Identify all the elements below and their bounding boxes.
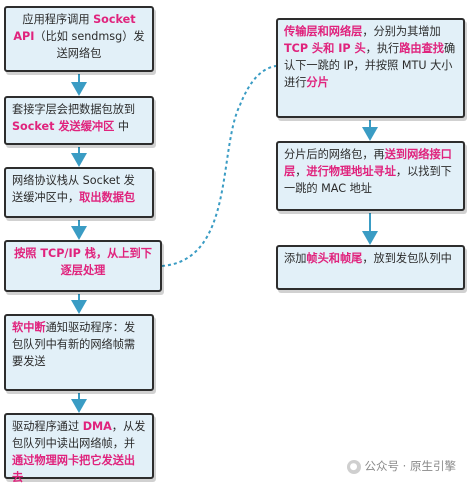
- highlight-text: 路由查找: [399, 42, 444, 55]
- body-text: 网络协议栈从 Socket 发送缓冲区中，: [12, 174, 135, 204]
- highlight-text: Socket 发送缓冲区: [12, 120, 115, 133]
- step-take-packet: 网络协议栈从 Socket 发送缓冲区中，取出数据包: [4, 167, 154, 218]
- dotted-connector: [161, 65, 277, 267]
- body-text: 添加: [284, 252, 307, 265]
- step-socket-send-buffer: 套接字层会把数据包放到 Socket 发送缓冲区 中: [4, 96, 154, 145]
- body-text: 分片后的网络包，再: [284, 148, 385, 161]
- highlight-text: 通过物理网卡把它发送出去: [12, 454, 136, 484]
- step-transport-network-layer: 传输层和网络层，分别为其增加 TCP 头和 IP 头，执行路由查找确认下一跳的 …: [276, 18, 465, 118]
- body-text: 中: [114, 120, 130, 133]
- step-add-frame-header: 添加帧头和帧尾，放到发包队列中: [276, 245, 465, 290]
- watermark-text: 公众号 · 原生引擎: [364, 459, 456, 473]
- body-text: ，以找到下一跳的 MAC 地址: [284, 165, 452, 195]
- highlight-text: DMA: [82, 420, 112, 433]
- body-text: 驱动程序通过: [12, 420, 83, 433]
- highlight-text: TCP 头和 IP 头: [284, 42, 366, 55]
- watermark: ●公众号 · 原生引擎: [346, 458, 456, 474]
- highlight-text: 送到网络接口层: [284, 148, 452, 178]
- highlight-text: 软中断: [12, 321, 46, 334]
- body-text: ，分别为其增加: [362, 25, 441, 38]
- step-call-socket-api: 应用程序调用 Socket API（比如 sendmsg）发送网络包: [4, 6, 154, 72]
- step-dma-send: 驱动程序通过 DMA，从发包队列中读出网络帧，并通过物理网卡把它发送出去: [4, 413, 154, 484]
- body-text: 确认下一跳的 IP，并按照 MTU 大小进行: [284, 42, 456, 89]
- highlight-text: 进行物理地址寻址: [306, 165, 396, 178]
- body-text: ，: [295, 165, 307, 178]
- highlight-text: 按照 TCP/IP 栈，从上到下逐层处理: [14, 247, 152, 277]
- body-text: 套接字层会把数据包放到: [12, 103, 136, 116]
- step-softirq: 软中断通知驱动程序：发包队列中有新的网络帧需要发送: [4, 314, 154, 391]
- highlight-text: 分片: [306, 76, 329, 89]
- highlight-text: Socket API: [13, 13, 136, 43]
- wechat-icon: ●: [346, 459, 361, 474]
- body-text: 通知驱动程序：发包队列中有新的网络帧需要发送: [12, 321, 136, 368]
- body-text: （比如 sendmsg）发送网络包: [34, 30, 145, 60]
- highlight-text: 传输层和网络层: [284, 25, 363, 38]
- body-text: 应用程序调用: [22, 13, 94, 26]
- step-tcpip-stack: 按照 TCP/IP 栈，从上到下逐层处理: [4, 240, 162, 292]
- body-text: ，放到发包队列中: [362, 252, 452, 265]
- step-interface-layer: 分片后的网络包，再送到网络接口层，进行物理地址寻址，以找到下一跳的 MAC 地址: [276, 141, 465, 211]
- highlight-text: 取出数据包: [79, 191, 136, 204]
- highlight-text: 帧头和帧尾: [306, 252, 363, 265]
- body-text: ，从发包队列中读出网络帧，并: [12, 420, 146, 450]
- body-text: ，执行: [365, 42, 400, 55]
